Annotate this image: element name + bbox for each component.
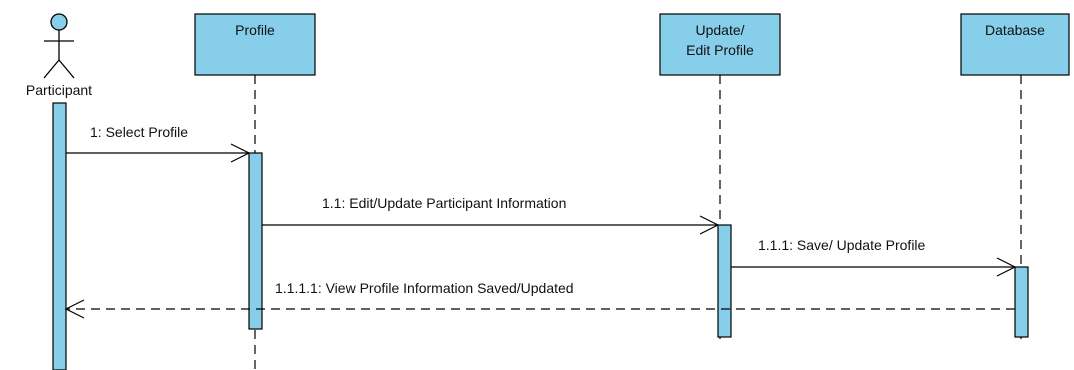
lifeline-label-update-edit-profile: Update/ Edit Profile: [660, 20, 780, 60]
message-label-1: 1: Select Profile: [90, 124, 189, 140]
activation-bar-profile: [248, 152, 263, 330]
message-arrow-1: [66, 143, 251, 163]
lifeline-label-database: Database: [961, 20, 1069, 40]
lifeline-label-profile: Profile: [195, 20, 315, 40]
activation-bar-database: [1014, 266, 1029, 338]
lifeline-box-update-edit-profile: [659, 13, 781, 76]
message-arrow-1-1-1: [731, 257, 1017, 277]
lifeline-label-update-line-1: Update/: [695, 22, 745, 38]
message-label-1-1-1: 1.1.1: Save/ Update Profile: [758, 237, 926, 253]
lifeline-label-database-line-1: Database: [985, 22, 1045, 38]
lifeline-label-update-line-2: Edit Profile: [686, 42, 754, 58]
participant-actor-icon: [43, 13, 75, 79]
activation-bar-participant: [52, 102, 67, 370]
lifeline-box-profile: [194, 13, 316, 76]
lifeline-box-database: [960, 13, 1070, 76]
actor-label: Participant: [2, 80, 116, 100]
message-arrow-1-1: [262, 215, 720, 235]
return-message-arrow-1-1-1-1: [64, 299, 1015, 319]
lifeline-label-profile-line-1: Profile: [235, 22, 275, 38]
message-label-1-1: 1.1: Edit/Update Participant Information: [322, 195, 567, 211]
message-label-1-1-1-1: 1.1.1.1: View Profile Information Saved/…: [275, 280, 574, 296]
activation-bar-update-edit-profile: [717, 224, 732, 338]
